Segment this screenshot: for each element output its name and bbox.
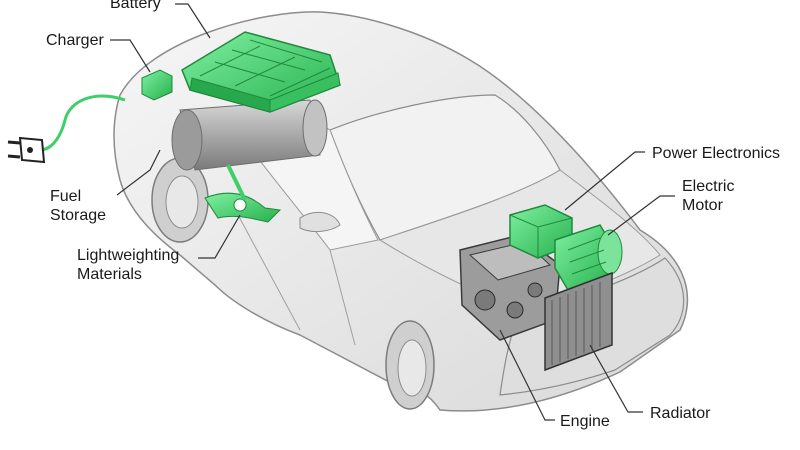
label-engine: Engine [560,413,610,430]
label-lightweighting-line1: Lightweighting [77,247,180,264]
rear-wheel [151,157,209,243]
leader-fuel-storage [116,149,161,196]
fuel-storage-tank [171,99,328,171]
leader-lines [110,3,675,421]
label-lightweighting-line2: Materials [77,266,142,283]
engine-block [459,234,561,341]
leader-engine [499,329,555,421]
leader-power-electronics [564,151,645,211]
label-battery: Battery [110,0,161,12]
label-lightweighting: Lightweighting Materials [77,246,179,284]
label-electric-motor-line2: Motor [682,197,723,214]
label-charger: Charger [46,32,104,49]
electric-motor-unit [554,224,623,291]
label-fuel-storage: Fuel Storage [50,187,106,225]
leader-charger [110,39,151,73]
label-radiator: Radiator [650,405,711,422]
label-fuel-storage-line1: Fuel [50,188,82,205]
plug-icon [7,94,126,164]
label-electric-motor: Electric Motor [682,177,734,215]
label-electric-motor-line1: Electric [682,178,735,195]
label-fuel-storage-line2: Storage [50,207,107,224]
battery-pack [181,31,341,113]
front-wheel [385,320,435,410]
label-power-electronics: Power Electronics [652,145,781,162]
leader-electric-motor [607,195,675,236]
charger-unit [141,69,173,101]
leader-radiator [589,344,643,413]
leader-lightweighting [198,214,241,259]
radiator-unit [544,271,613,372]
leader-battery [175,3,211,39]
lightweighting-part [204,164,282,223]
